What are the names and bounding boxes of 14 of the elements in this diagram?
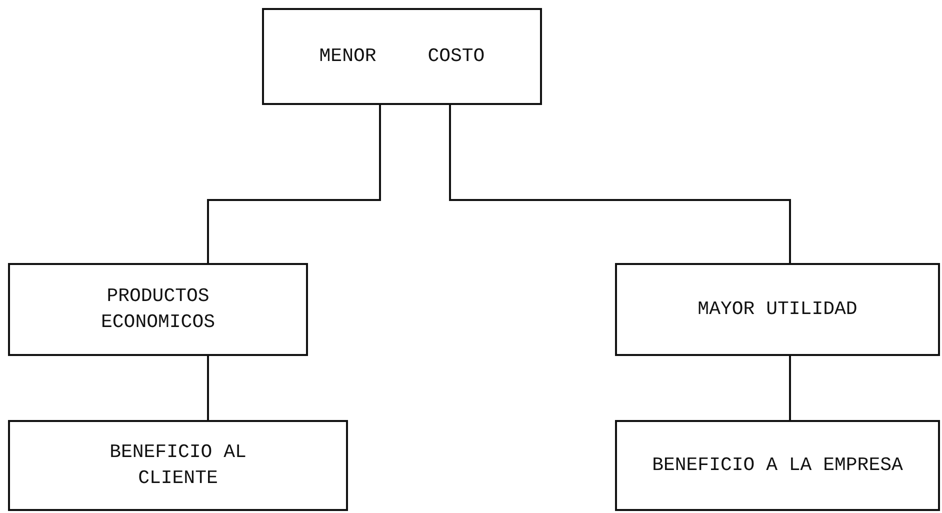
connector-line: [207, 105, 381, 263]
text-box: [615, 420, 940, 511]
text-box: [615, 263, 940, 356]
connector-line: [449, 105, 791, 263]
text-box: [8, 263, 308, 356]
text-box: [8, 420, 348, 511]
connector-line: [207, 356, 209, 420]
connector-line: [789, 356, 791, 420]
box-label: MENOR COSTO: [319, 44, 485, 69]
box-label: BENEFICIO A LA EMPRESA: [652, 452, 903, 478]
box-label: PRODUCTOS ECONOMICOS: [100, 284, 216, 334]
box-label: MAYOR UTILIDAD: [698, 296, 858, 322]
box-label: BENEFICIO AL CLIENTE: [108, 440, 248, 490]
text-box: [262, 8, 542, 105]
